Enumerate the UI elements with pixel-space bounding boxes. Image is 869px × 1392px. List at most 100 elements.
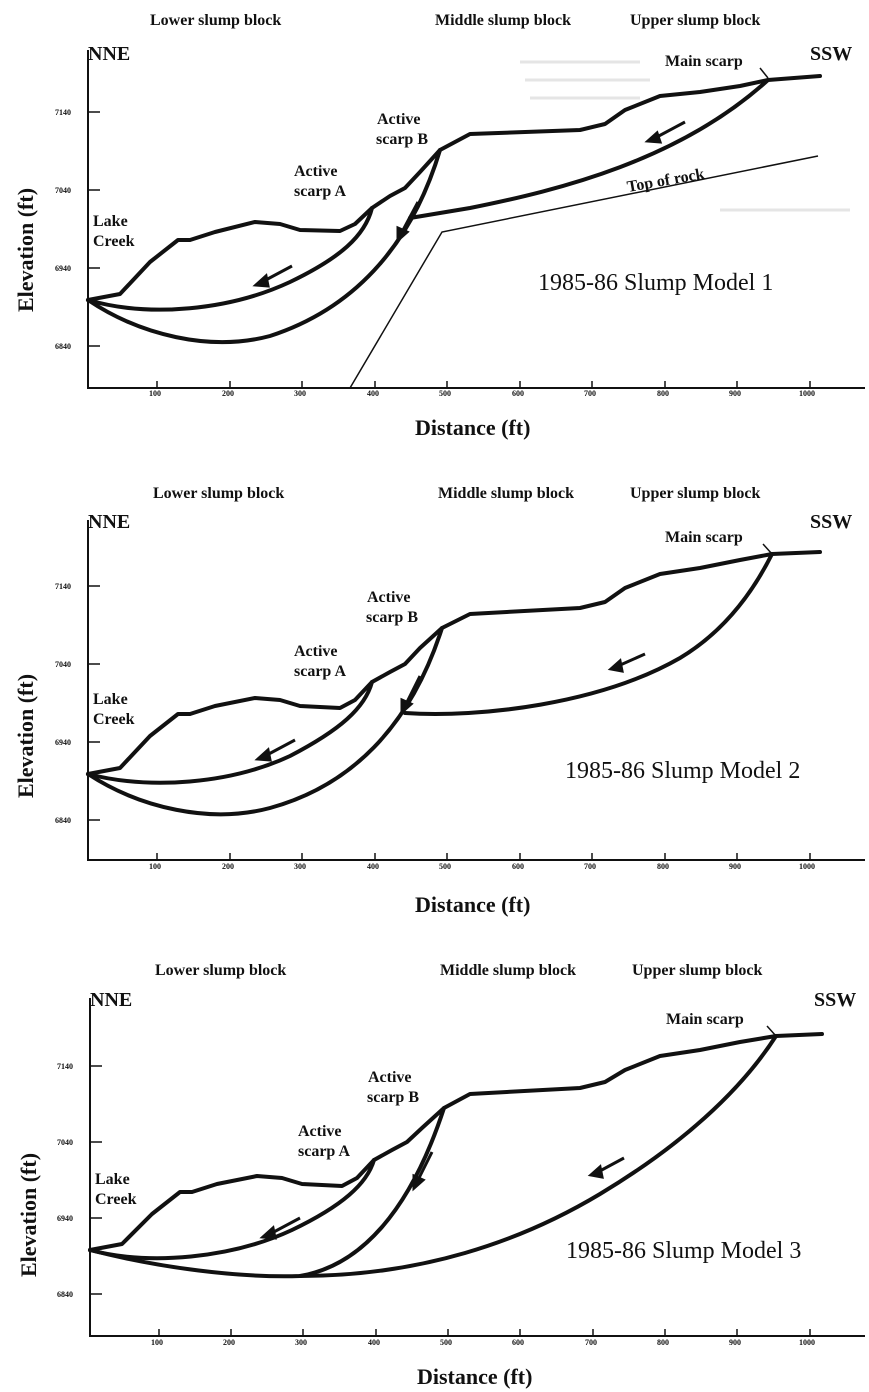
- x-tick-900: 900: [729, 862, 741, 871]
- main-failure-surface: [298, 1034, 778, 1278]
- y-tick-7140: 7140: [57, 1062, 73, 1071]
- x-tick-800: 800: [657, 389, 669, 398]
- x-axis-label: Distance (ft): [417, 1364, 532, 1389]
- lower-failure-surface: [86, 680, 374, 785]
- top-of-rock-line: [349, 155, 819, 389]
- active-scarp-a-label-line-2: scarp A: [294, 663, 346, 680]
- upper-slump-block-label: Upper slump block: [630, 485, 761, 502]
- x-tick-400: 400: [367, 862, 379, 871]
- x-tick-1000: 1000: [799, 1338, 815, 1347]
- y-tick-6840: 6840: [57, 1290, 73, 1299]
- y-tick-7040: 7040: [55, 186, 71, 195]
- x-tick-600: 600: [512, 862, 524, 871]
- x-tick-600: 600: [512, 1338, 524, 1347]
- lower-slump-block-label: Lower slump block: [153, 485, 284, 502]
- active-scarp-b-label-line-1: Active: [367, 589, 411, 606]
- middle-slump-block-label: Middle slump block: [435, 12, 571, 29]
- x-axis-label: Distance (ft): [415, 415, 530, 440]
- lake-creek-label-line-1: Lake: [93, 213, 128, 230]
- upper-slump-block-label: Upper slump block: [630, 12, 761, 29]
- deep-failure-surface: [86, 148, 442, 345]
- model-title: 1985-86 Slump Model 3: [566, 1238, 801, 1264]
- active-scarp-a-label-line-2: scarp A: [298, 1143, 350, 1160]
- x-tick-500: 500: [439, 389, 451, 398]
- active-scarp-b-label-line-1: Active: [368, 1069, 412, 1086]
- model-title: 1985-86 Slump Model 2: [565, 758, 800, 784]
- y-axis-label: Elevation (ft): [13, 188, 38, 312]
- y-axis-label: Elevation (ft): [13, 674, 38, 798]
- lower-slump-block-label: Lower slump block: [150, 12, 281, 29]
- x-tick-200: 200: [222, 862, 234, 871]
- nne-direction-label: NNE: [88, 511, 130, 533]
- x-tick-700: 700: [584, 389, 596, 398]
- lake-creek-label-line-1: Lake: [93, 691, 128, 708]
- y-tick-6940: 6940: [55, 738, 71, 747]
- main-scarp-leader: [759, 67, 769, 79]
- x-tick-900: 900: [729, 389, 741, 398]
- x-tick-300: 300: [294, 862, 306, 871]
- x-tick-400: 400: [367, 389, 379, 398]
- x-tick-700: 700: [584, 862, 596, 871]
- slump-model-1-diagram: Lower slump block Middle slump block Upp…: [13, 12, 865, 440]
- x-axis-label: Distance (ft): [415, 892, 530, 917]
- slump-model-2-panel: Lower slump block Middle slump block Upp…: [0, 468, 869, 928]
- movement-arrows: [259, 1151, 625, 1240]
- active-scarp-b-label-line-1: Active: [377, 111, 421, 128]
- nne-direction-label: NNE: [90, 989, 132, 1011]
- y-tick-7040: 7040: [57, 1138, 73, 1147]
- slump-model-3-panel: Lower slump block Middle slump block Upp…: [0, 932, 869, 1392]
- x-tick-500: 500: [439, 862, 451, 871]
- x-tick-500: 500: [440, 1338, 452, 1347]
- ssw-direction-label: SSW: [814, 989, 856, 1011]
- deep-failure-surface: [88, 1106, 446, 1279]
- active-scarp-b-label-line-2: scarp B: [376, 131, 428, 148]
- y-tick-6940: 6940: [57, 1214, 73, 1223]
- x-tick-1000: 1000: [799, 862, 815, 871]
- axes-frame: [89, 998, 865, 1337]
- ground-surface-line: [86, 550, 822, 776]
- x-tick-marks: [156, 381, 811, 388]
- x-tick-700: 700: [585, 1338, 597, 1347]
- x-tick-300: 300: [294, 389, 306, 398]
- ground-surface-line: [86, 74, 822, 302]
- y-ticks: [88, 585, 100, 821]
- x-tick-marks: [158, 1329, 811, 1336]
- slump-model-3-diagram: Lower slump block Middle slump block Upp…: [16, 962, 865, 1389]
- axes-frame: [87, 520, 865, 861]
- lower-slump-block-label: Lower slump block: [155, 962, 286, 979]
- y-tick-6840: 6840: [55, 342, 71, 351]
- main-scarp-leader: [762, 543, 773, 555]
- y-axis-label: Elevation (ft): [16, 1153, 41, 1277]
- active-scarp-a-label-line-2: scarp A: [294, 183, 346, 200]
- movement-arrows: [254, 652, 646, 762]
- main-scarp-label: Main scarp: [666, 1011, 744, 1028]
- top-of-rock-label: Top of rock: [626, 166, 706, 196]
- y-ticks: [90, 1065, 102, 1295]
- y-tick-7040: 7040: [55, 660, 71, 669]
- movement-arrows: [252, 120, 686, 288]
- x-tick-100: 100: [149, 389, 161, 398]
- x-tick-200: 200: [222, 389, 234, 398]
- lower-failure-surface: [88, 1158, 376, 1261]
- main-scarp-leader: [766, 1025, 777, 1037]
- main-scarp-label: Main scarp: [665, 529, 743, 546]
- x-tick-marks: [156, 853, 811, 860]
- axes-frame: [87, 50, 865, 389]
- upper-slump-block-label: Upper slump block: [632, 962, 763, 979]
- y-tick-7140: 7140: [55, 582, 71, 591]
- active-scarp-b-label-line-2: scarp B: [367, 1089, 419, 1106]
- ssw-direction-label: SSW: [810, 43, 852, 65]
- active-scarp-a-label-line-1: Active: [294, 643, 338, 660]
- lake-creek-label-line-1: Lake: [95, 1171, 130, 1188]
- x-tick-1000: 1000: [799, 389, 815, 398]
- active-scarp-a-label-line-1: Active: [298, 1123, 342, 1140]
- y-tick-7140: 7140: [55, 108, 71, 117]
- x-tick-100: 100: [149, 862, 161, 871]
- lower-failure-surface: [86, 206, 374, 312]
- x-tick-100: 100: [151, 1338, 163, 1347]
- x-tick-400: 400: [368, 1338, 380, 1347]
- y-ticks: [88, 111, 100, 347]
- lake-creek-label-line-2: Creek: [93, 233, 135, 250]
- x-tick-200: 200: [223, 1338, 235, 1347]
- middle-slump-block-label: Middle slump block: [440, 962, 576, 979]
